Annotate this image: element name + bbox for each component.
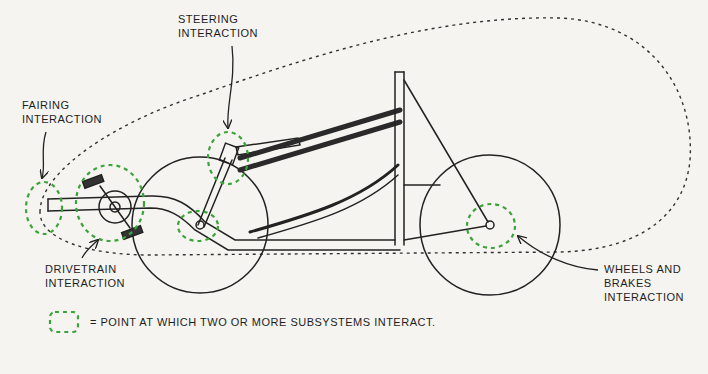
fork — [204, 160, 232, 227]
seat-post — [394, 72, 396, 245]
leader-line — [42, 132, 46, 178]
rear-wheel — [420, 155, 560, 295]
interaction-circle — [467, 204, 515, 248]
pedal — [83, 175, 104, 188]
fairing-outline — [40, 18, 690, 255]
crank-arm — [100, 186, 130, 228]
front-hub — [196, 221, 204, 229]
interaction-circle — [76, 165, 144, 241]
leader-line — [82, 240, 98, 258]
legend-entry: = POINT AT WHICH TWO OR MORE SUBSYSTEMS … — [90, 315, 435, 329]
callout-label: STEERING INTERACTION — [178, 12, 270, 40]
callout-label: WHEELS AND BRAKES INTERACTION — [604, 262, 694, 304]
chain-stay — [404, 226, 486, 240]
seat-rail — [240, 110, 400, 158]
legend-swatch — [50, 312, 78, 332]
bike-frame — [48, 72, 560, 295]
leader-line — [518, 236, 598, 270]
callout-label: FAIRING INTERACTION — [22, 98, 110, 126]
legend-text: = POINT AT WHICH TWO OR MORE SUBSYSTEMS … — [90, 316, 435, 328]
interaction-circle — [178, 211, 218, 241]
interaction-markers — [26, 132, 515, 332]
front-wheel — [132, 157, 268, 293]
interaction-circle — [26, 182, 62, 234]
label-text: DRIVETRAIN INTERACTION — [45, 263, 125, 289]
seat-rail — [240, 122, 400, 170]
label-text: WHEELS AND BRAKES INTERACTION — [604, 263, 684, 303]
seat-hammock — [250, 165, 398, 232]
seat-hammock — [258, 175, 398, 238]
boom-cap — [47, 199, 49, 211]
leader-lines — [42, 46, 598, 270]
cross-brace — [404, 184, 440, 186]
label-text: FAIRING INTERACTION — [22, 99, 102, 125]
label-text: STEERING INTERACTION — [178, 13, 258, 39]
seat-stay — [404, 80, 488, 222]
callout-label: DRIVETRAIN INTERACTION — [45, 262, 129, 290]
interaction-circle — [208, 132, 248, 184]
seat-post — [403, 72, 405, 245]
leader-line — [228, 46, 233, 128]
rear-hub — [486, 221, 494, 229]
seat-post-cap — [395, 71, 404, 73]
